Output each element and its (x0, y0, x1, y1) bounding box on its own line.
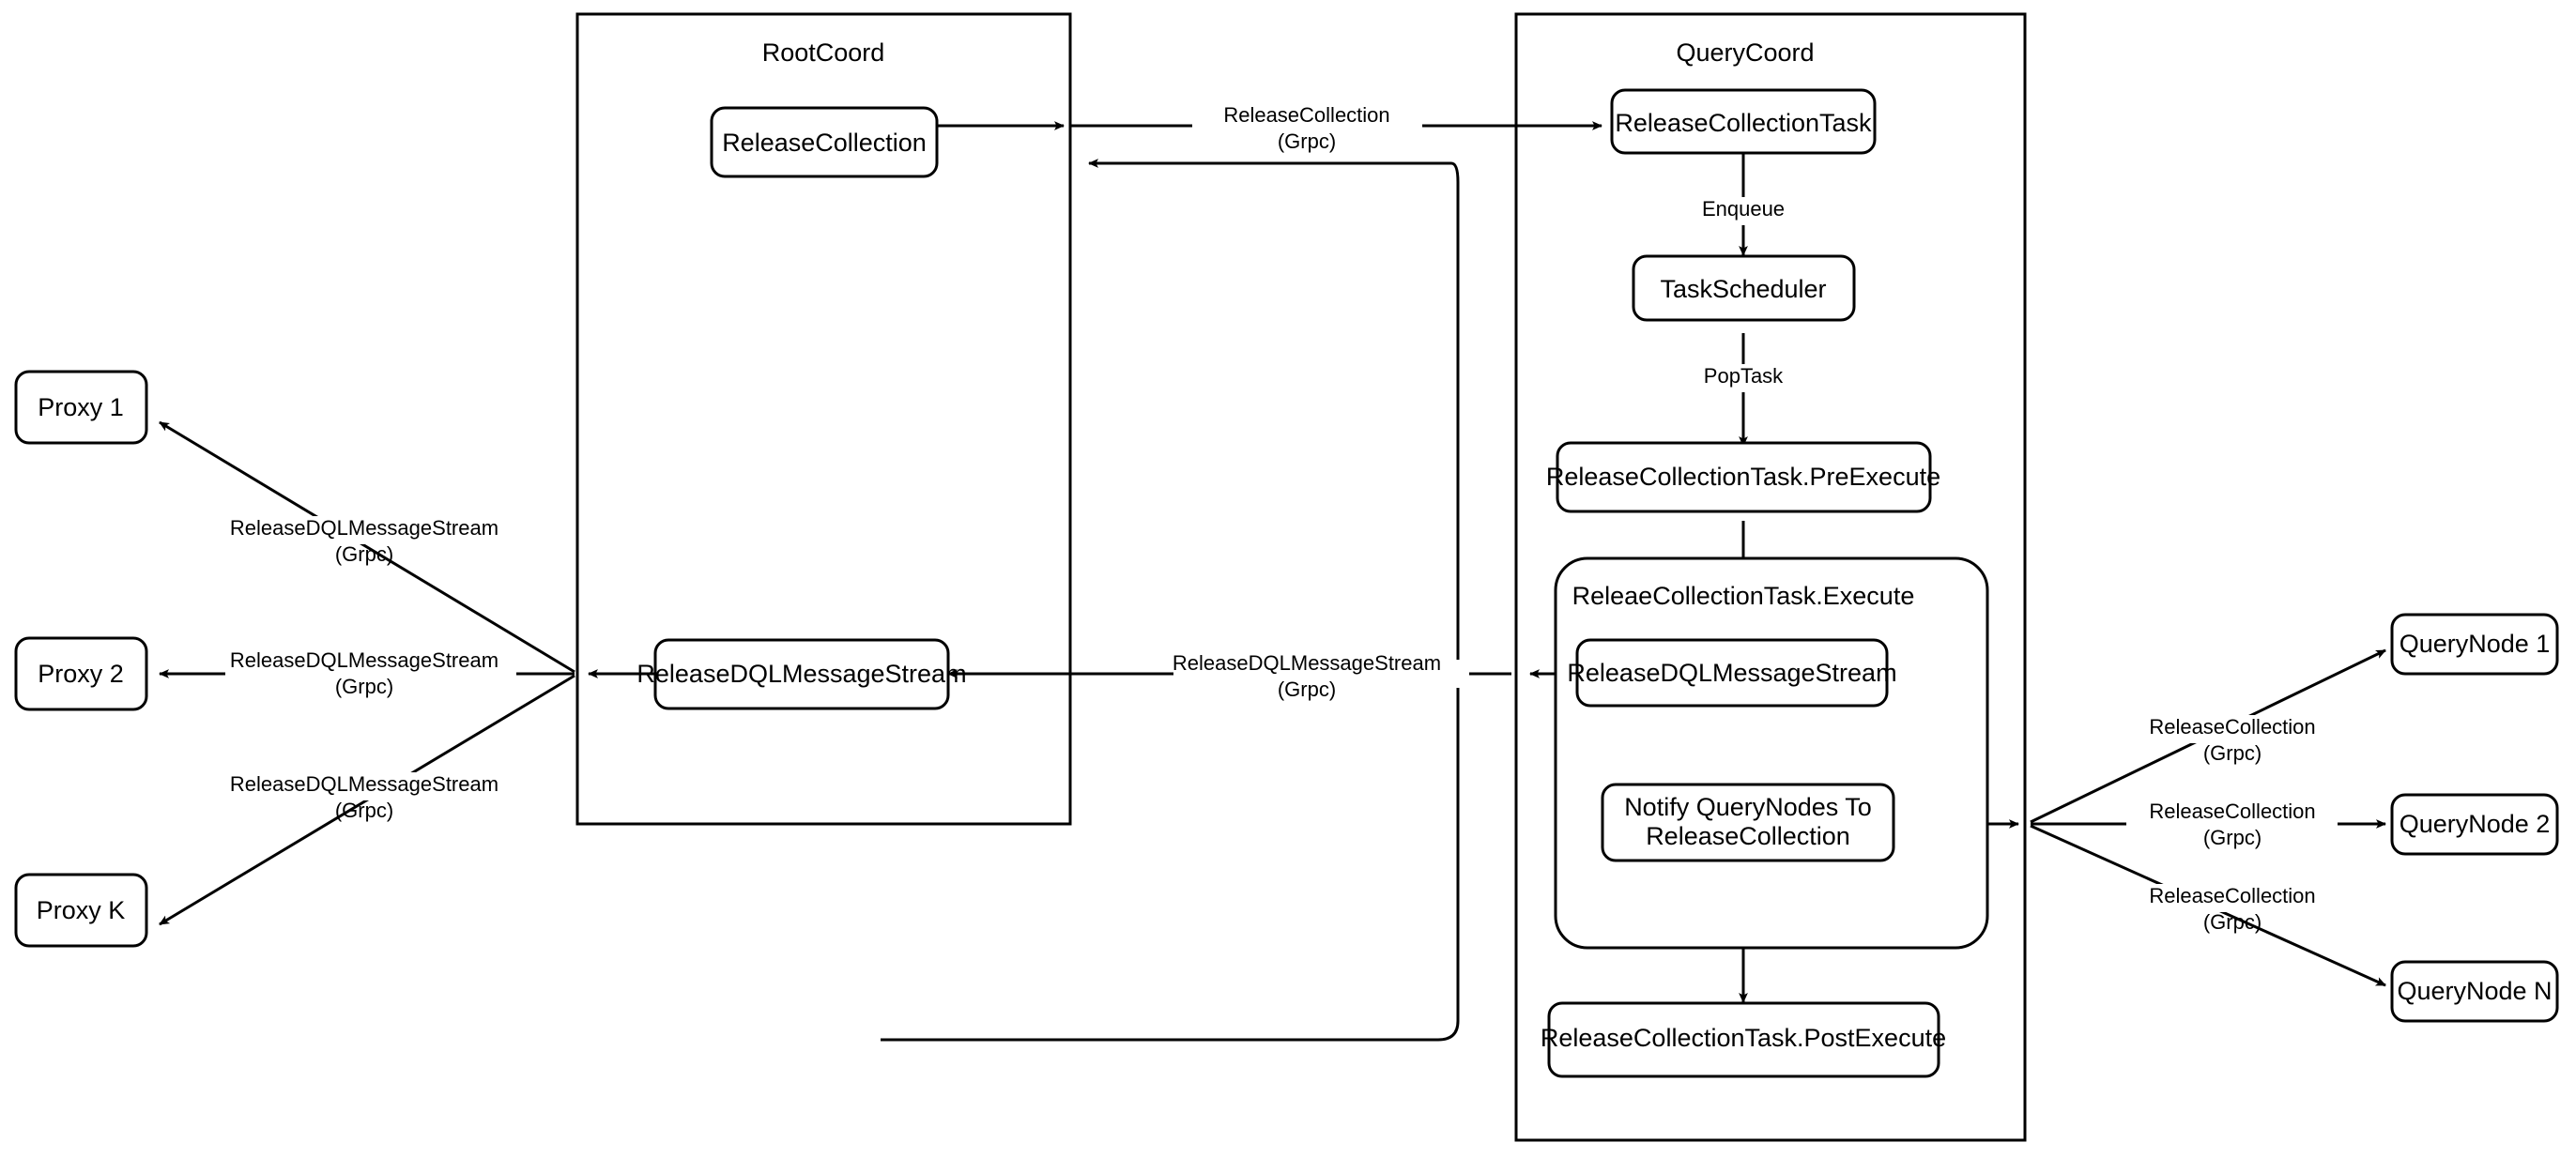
edge-label-poptask: PopTask (1694, 364, 1793, 392)
node-rootcoord-releasedqlmessagestream[interactable]: ReleaseDQLMessageStream (636, 638, 967, 710)
node-notify-querynodes[interactable]: Notify QueryNodes To ReleaseCollection (1601, 783, 1895, 862)
svg-text:(Grpc): (Grpc) (2203, 910, 2262, 934)
node-proxy-2[interactable]: Proxy 2 (14, 636, 148, 711)
svg-text:(Grpc): (Grpc) (335, 799, 393, 822)
node-notify-querynodes-label-line1: Notify QueryNodes To (1624, 793, 1872, 821)
svg-text:PopTask: PopTask (1704, 364, 1784, 388)
group-execute-title: ReleaeCollectionTask.Execute (1572, 582, 1915, 610)
node-taskscheduler[interactable]: TaskScheduler (1632, 254, 1856, 322)
svg-text:(Grpc): (Grpc) (2203, 741, 2262, 765)
node-preexecute[interactable]: ReleaseCollectionTask.PreExecute (1546, 441, 1940, 513)
node-querynode-2-label: QueryNode 2 (2400, 810, 2551, 838)
node-querynode-1[interactable]: QueryNode 1 (2390, 613, 2559, 676)
node-preexecute-label: ReleaseCollectionTask.PreExecute (1546, 463, 1940, 491)
node-proxy-k-label: Proxy K (37, 896, 126, 924)
container-querycoord-title: QueryCoord (1676, 38, 1814, 67)
node-proxy-k[interactable]: Proxy K (14, 873, 148, 948)
svg-text:ReleaseCollection: ReleaseCollection (1223, 103, 1389, 127)
edge-postexecute-return-path (881, 161, 1460, 1042)
node-proxy-1-label: Proxy 1 (38, 393, 124, 421)
node-querynode-1-label: QueryNode 1 (2400, 630, 2551, 658)
svg-text:ReleaseCollection: ReleaseCollection (2149, 715, 2315, 739)
svg-text:(Grpc): (Grpc) (335, 542, 393, 566)
svg-text:ReleaseDQLMessageStream: ReleaseDQLMessageStream (230, 516, 498, 540)
node-rootcoord-releasecollection-label: ReleaseCollection (722, 129, 927, 157)
svg-text:ReleaseDQLMessageStream: ReleaseDQLMessageStream (230, 648, 498, 672)
node-taskscheduler-label: TaskScheduler (1660, 275, 1826, 303)
node-querynode-2[interactable]: QueryNode 2 (2390, 793, 2559, 856)
svg-text:Enqueue: Enqueue (1702, 197, 1785, 221)
edge-label-releasecollection-qn1: ReleaseCollection (Grpc) (2126, 715, 2338, 765)
node-proxy-2-label: Proxy 2 (38, 660, 124, 688)
edge-label-dql-proxyk: ReleaseDQLMessageStream (Grpc) (225, 772, 516, 822)
node-querynode-n-label: QueryNode N (2397, 977, 2552, 1005)
svg-text:(Grpc): (Grpc) (2203, 826, 2262, 849)
node-releasecollectiontask-label: ReleaseCollectionTask (1615, 109, 1872, 137)
node-rootcoord-releasedqlmessagestream-label: ReleaseDQLMessageStream (636, 660, 966, 688)
svg-text:ReleaseDQLMessageStream: ReleaseDQLMessageStream (1173, 651, 1441, 675)
edge-label-releasecollection-grpc: ReleaseCollection (Grpc) (1192, 103, 1422, 153)
svg-text:ReleaseDQLMessageStream: ReleaseDQLMessageStream (230, 772, 498, 796)
edge-label-dql-grpc-mid: ReleaseDQLMessageStream (Grpc) (1173, 651, 1469, 701)
edge-junction-to-proxy1 (159, 420, 575, 674)
node-execute-releasedqlmessagestream[interactable]: ReleaseDQLMessageStream (1567, 638, 1897, 708)
svg-text:ReleaseCollection: ReleaseCollection (2149, 884, 2315, 907)
node-execute-releasedqlmessagestream-label: ReleaseDQLMessageStream (1567, 659, 1896, 687)
node-rootcoord-releasecollection[interactable]: ReleaseCollection (710, 106, 939, 178)
node-postexecute[interactable]: ReleaseCollectionTask.PostExecute (1541, 1001, 1946, 1078)
container-rootcoord-title: RootCoord (762, 38, 885, 67)
node-proxy-1[interactable]: Proxy 1 (14, 370, 148, 445)
edge-label-dql-proxy1: ReleaseDQLMessageStream (Grpc) (225, 516, 516, 566)
node-querynode-n[interactable]: QueryNode N (2390, 960, 2559, 1023)
svg-text:(Grpc): (Grpc) (1278, 129, 1336, 153)
edge-label-dql-proxy2: ReleaseDQLMessageStream (Grpc) (225, 648, 516, 698)
edge-label-enqueue: Enqueue (1690, 197, 1798, 225)
edge-label-releasecollection-qnn: ReleaseCollection (Grpc) (2126, 884, 2338, 934)
node-notify-querynodes-label-line2: ReleaseCollection (1646, 822, 1850, 850)
node-postexecute-label: ReleaseCollectionTask.PostExecute (1541, 1024, 1946, 1052)
node-releasecollectiontask[interactable]: ReleaseCollectionTask (1610, 88, 1877, 155)
svg-text:(Grpc): (Grpc) (1278, 678, 1336, 701)
edge-label-releasecollection-qn2: ReleaseCollection (Grpc) (2126, 800, 2338, 849)
svg-text:ReleaseCollection: ReleaseCollection (2149, 800, 2315, 823)
svg-text:(Grpc): (Grpc) (335, 675, 393, 698)
group-execute[interactable]: ReleaeCollectionTask.Execute (1554, 556, 1989, 950)
